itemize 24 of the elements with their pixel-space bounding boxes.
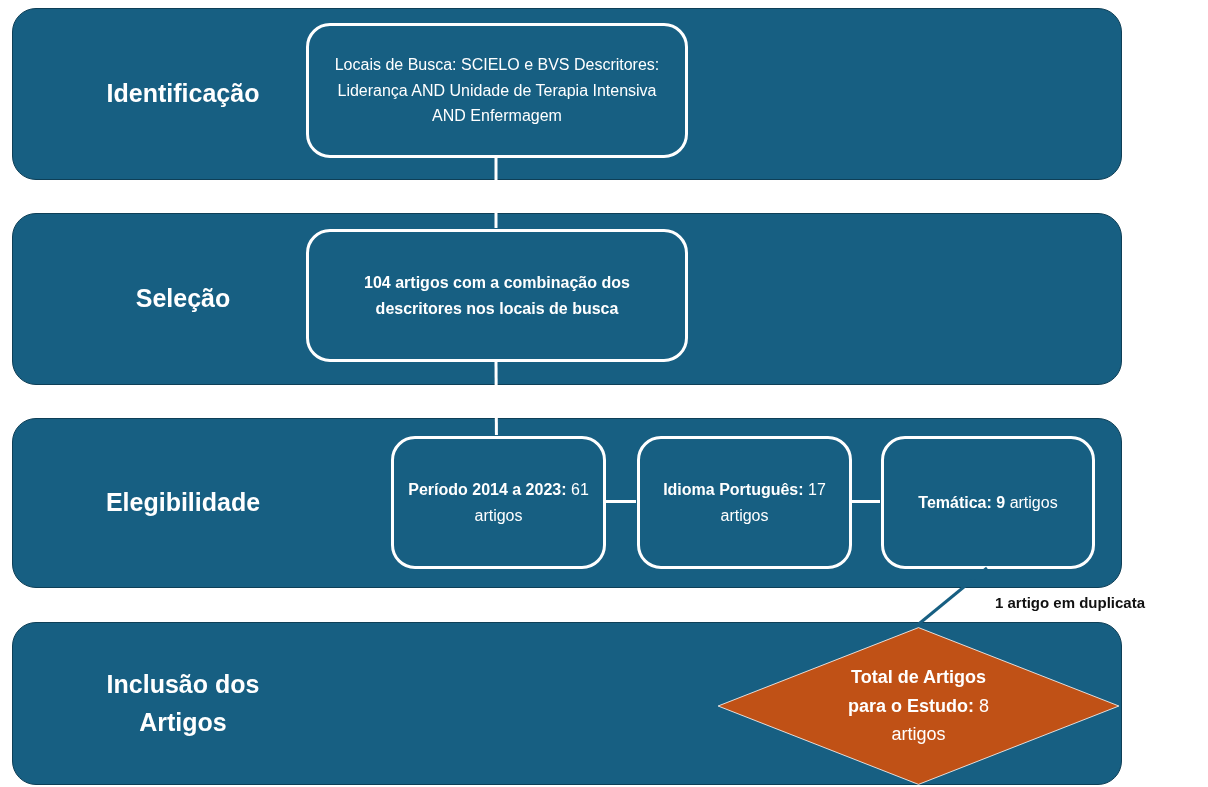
stage-heading: Inclusão dos Artigos <box>105 669 261 738</box>
box-text: Temática: 9 artigos <box>918 492 1058 513</box>
stage-heading: Identificação <box>106 78 260 110</box>
stage-band <box>12 213 1122 385</box>
box-text: Período 2014 a 2023: 61 artigos <box>408 479 589 526</box>
connector-line <box>494 157 498 228</box>
process-box <box>881 436 1095 569</box>
box-text: Total de Artigos para o Estudo: 8 artigos <box>847 665 990 747</box>
stage-band <box>12 418 1122 588</box>
box-text: 104 artigos com a combinação dos descritores nos locais de busca <box>363 272 631 319</box>
stage-heading: Elegibilidade <box>105 487 261 519</box>
process-box <box>637 436 852 569</box>
connector-line <box>605 500 636 503</box>
stage-heading: Seleção <box>135 283 231 315</box>
connector-line <box>494 361 498 435</box>
stage-band <box>12 622 1122 785</box>
box-text: Locais de Busca: SCIELO e BVS Descritores: Liderança AND Unidade de Terapia Intensiva AND Enfermagem <box>333 55 661 127</box>
connector-line <box>851 500 880 503</box>
process-box <box>306 23 688 158</box>
edge-label: 1 artigo em duplicata <box>993 594 1148 611</box>
process-box <box>306 229 688 362</box>
process-box <box>391 436 606 569</box>
box-text: Idioma Português: 17 artigos <box>662 479 827 526</box>
stage-band <box>12 8 1122 180</box>
